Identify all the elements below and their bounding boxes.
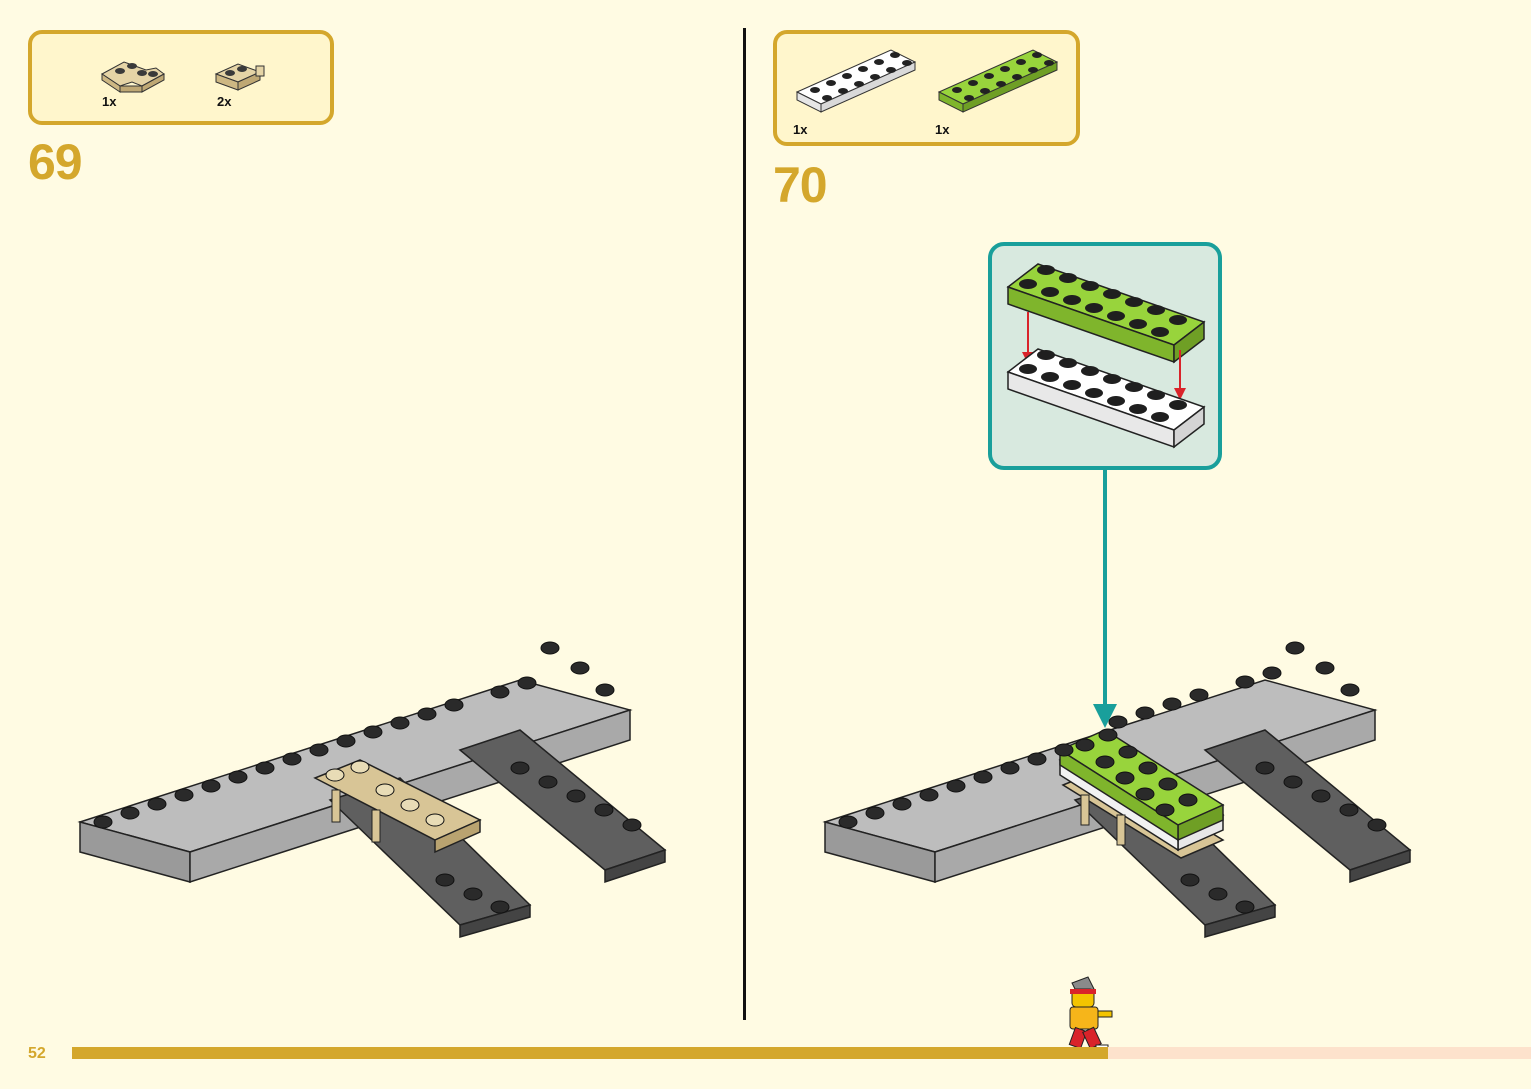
step-number: 69 xyxy=(28,137,82,187)
page-number: 52 xyxy=(28,1045,46,1063)
parts-box-step-69: 1x 2x xyxy=(28,30,334,125)
parts-box-step-70: 1x 1x xyxy=(773,30,1080,146)
tan-corner-plate-icon xyxy=(98,54,168,94)
part-quantity-label: 2x xyxy=(217,94,231,109)
step-number: 70 xyxy=(773,160,827,210)
step-69-model-illustration xyxy=(0,600,740,1020)
part-quantity-label: 1x xyxy=(935,122,949,137)
tan-plate-with-clip-icon xyxy=(212,56,272,96)
part-quantity-label: 1x xyxy=(102,94,116,109)
page-progress-bar xyxy=(72,1047,1531,1059)
white-plate-2x8-icon xyxy=(791,44,921,114)
step-70-model-illustration xyxy=(745,600,1485,1020)
part-quantity-label: 1x xyxy=(793,122,807,137)
page-progress-fill xyxy=(72,1047,1108,1059)
lime-plate-2x8-icon xyxy=(933,44,1063,114)
